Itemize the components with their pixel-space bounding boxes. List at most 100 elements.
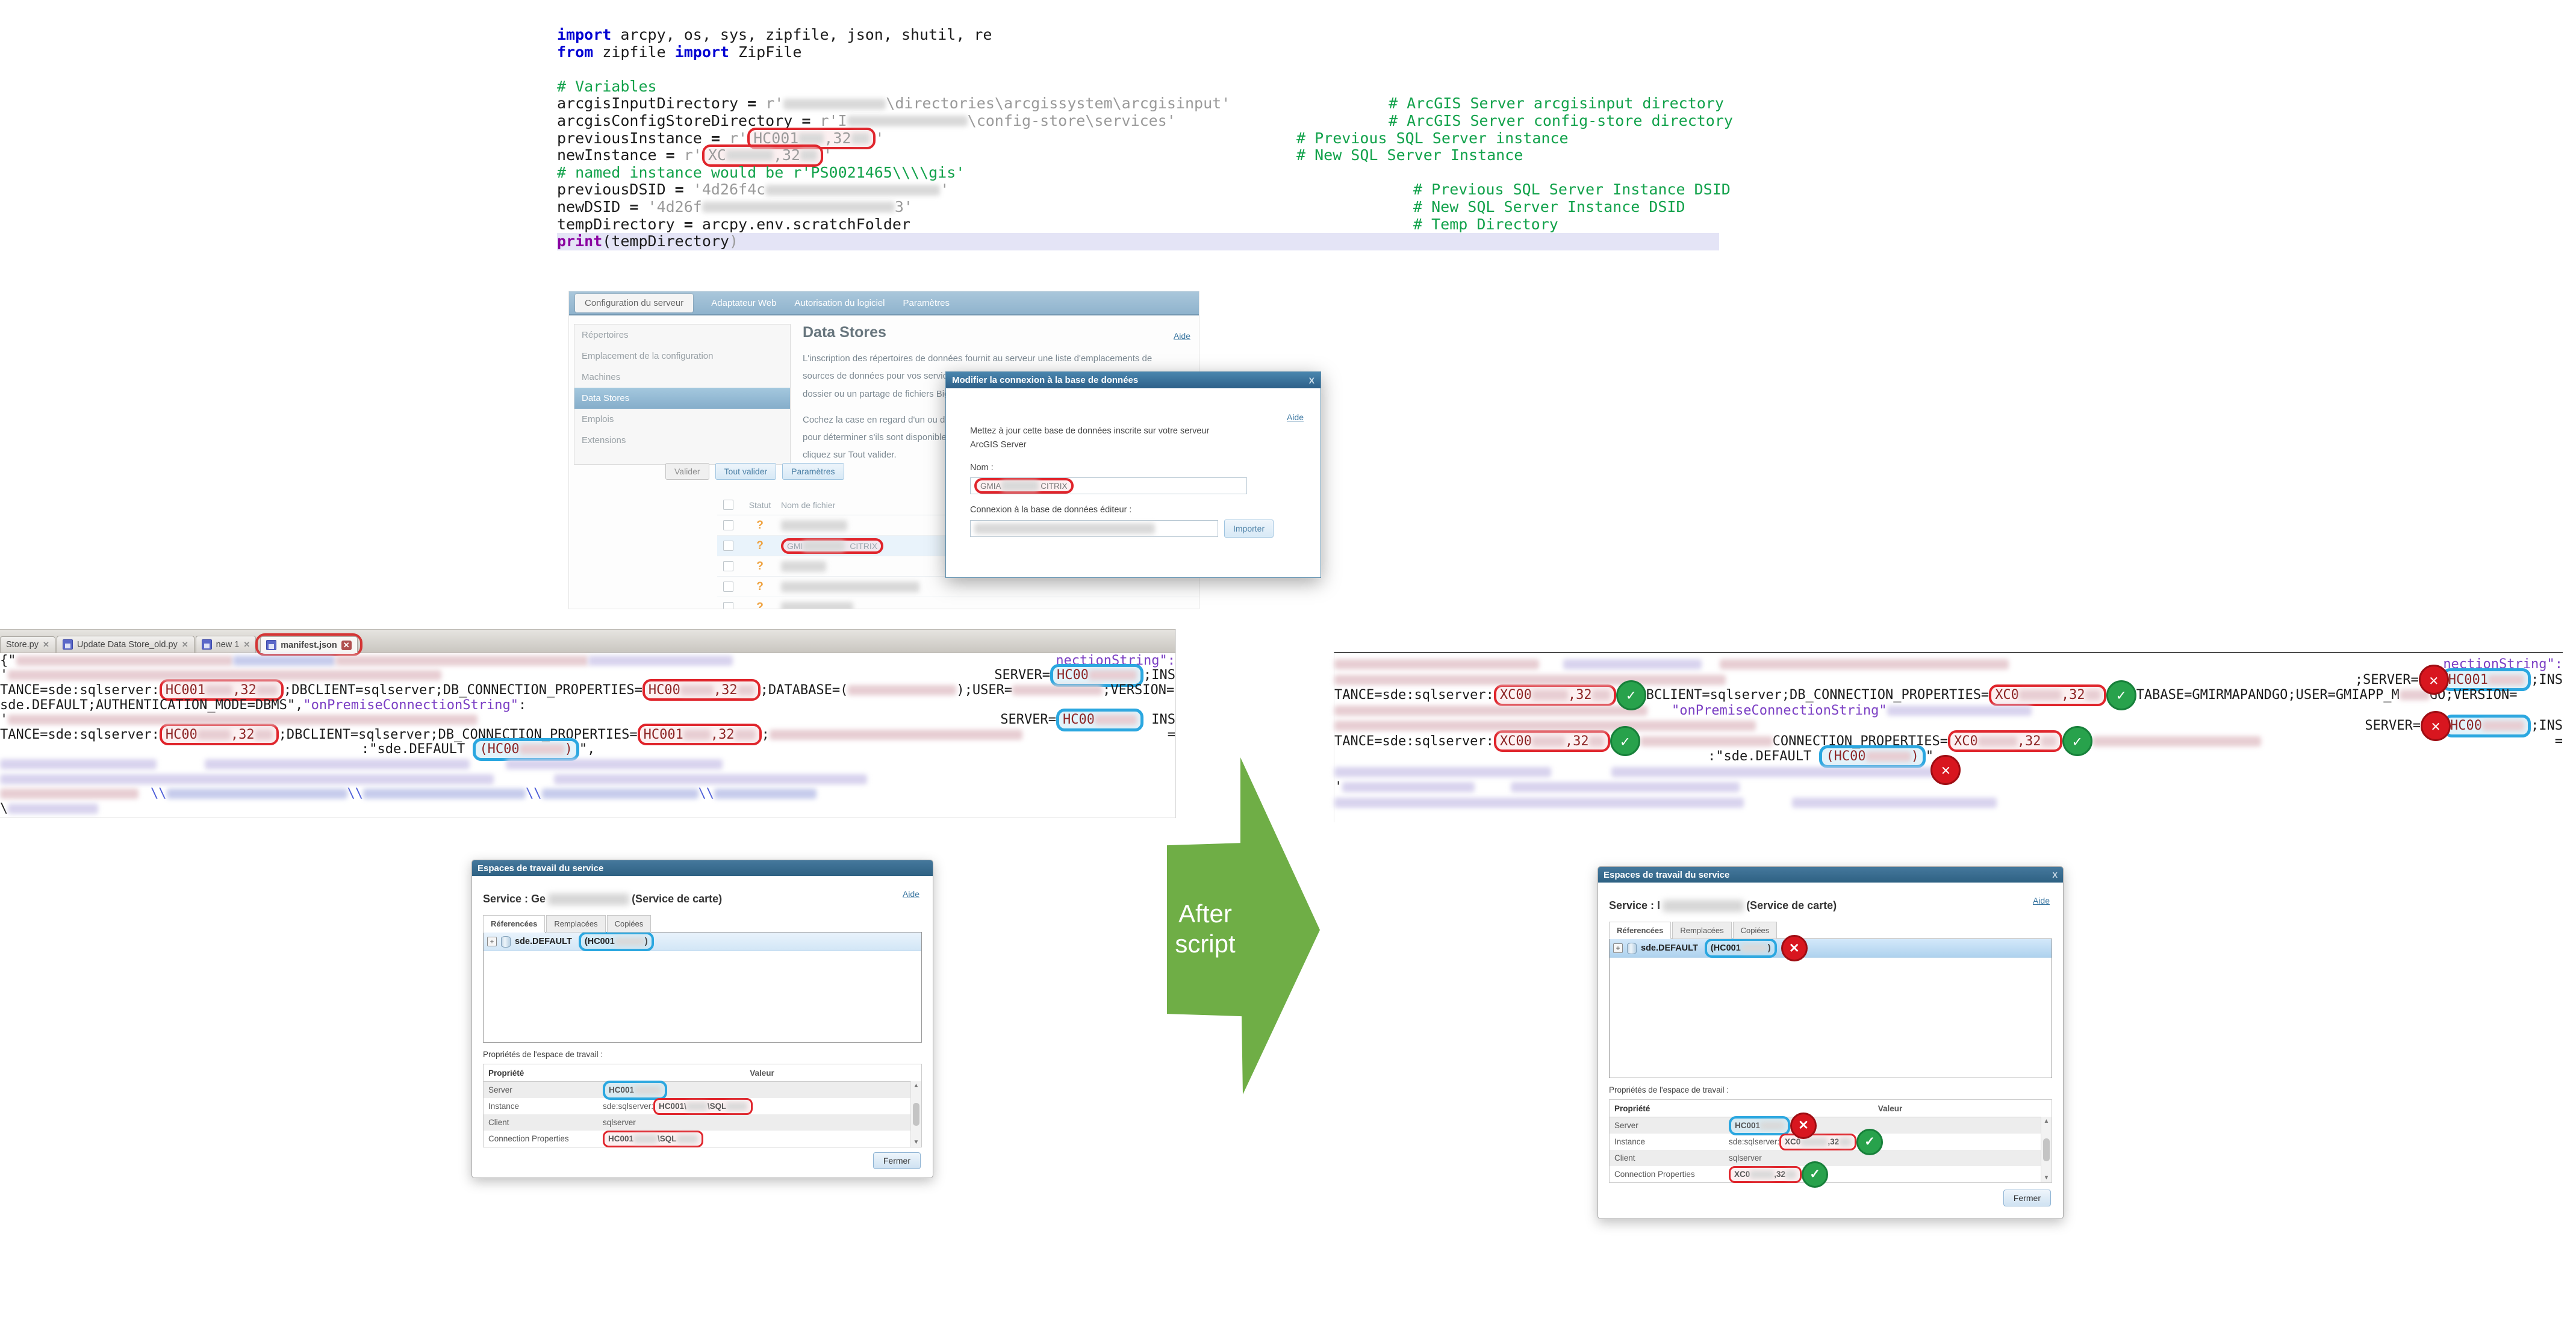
editor-tab-label: Update Data Store_old.py [76,639,178,650]
help-link[interactable]: Aide [1173,331,1190,341]
token-text: previousDSID [557,181,675,199]
help-link[interactable]: Aide [1286,412,1304,422]
help-link[interactable]: Aide [902,889,919,899]
scroll-down-icon[interactable]: ▼ [913,1139,919,1146]
redacted-blur [614,937,645,946]
tab-remplac-es[interactable]: Remplacées [546,915,606,933]
checkbox[interactable] [723,561,733,571]
token-text: zipfile [593,43,675,61]
sidebar-item-emplacement-de-la-configuration[interactable]: Emplacement de la configuration [582,351,714,361]
tout-valider-button[interactable]: Tout valider [715,463,777,480]
close-icon[interactable]: X [1308,375,1314,385]
property-name: Instance [1614,1137,1646,1146]
close-icon[interactable]: ✕ [43,640,49,649]
tab-remplac-es[interactable]: Remplacées [1672,922,1732,939]
save-icon [266,640,277,650]
editor-tab-store-py[interactable]: Store.py✕ [0,636,55,653]
tab-r-ferenc-es[interactable]: Réferencées [1609,922,1672,939]
checkbox[interactable] [723,500,733,510]
table-row[interactable]: ? [717,577,1199,597]
tab-r-ferenc-es[interactable]: Réferencées [483,915,546,933]
workspace-properties-label: Propriétés de l'espace de travail : [1609,1085,1729,1094]
close-icon[interactable]: ✕ [181,639,188,649]
sidebar-item-r-pertoires[interactable]: Répertoires [582,330,629,340]
checkbox-cell [717,561,739,571]
expand-icon[interactable]: + [1613,943,1623,953]
checkbox[interactable] [723,582,733,592]
redacted-blur [734,729,756,740]
valider-button[interactable]: Valider [665,463,709,480]
checkbox[interactable] [723,520,733,530]
import-button[interactable]: Importer [1224,520,1274,538]
table-row[interactable]: ? [717,597,1199,609]
token-text: sqlserver [1729,1153,1762,1162]
redacted-blur [8,803,99,814]
param-tres-button[interactable]: Paramètres [782,463,844,480]
close-icon[interactable]: ✕ [341,640,352,650]
editor-tab-manifest-json[interactable]: manifest.json✕ [260,636,358,653]
oval-text: XC00 [1499,733,1532,749]
sidebar-item-emplois[interactable]: Emplois [582,414,614,424]
header-checkbox-cell [717,500,739,510]
editor-tab-new-1[interactable]: new 1✕ [195,636,257,653]
fermer-button[interactable]: Fermer [2003,1190,2051,1206]
oval-text: XC0 [1734,1170,1750,1179]
redacted-blur [1839,1137,1852,1146]
scrollbar[interactable]: ▲▼ [2041,1117,2052,1182]
workspace-name: sde.DEFAULT [515,937,574,946]
property-value: sde:sqlserver:XC0,32✓ [1729,1128,2052,1155]
cyan-highlight-oval: (HC00) [1819,745,1926,768]
sidebar-item-machines[interactable]: Machines [582,372,621,382]
list-item-sde-default[interactable]: +sde.DEFAULT (HC001)✕ [1610,935,2052,961]
fermer-button[interactable]: Fermer [873,1152,921,1169]
expand-icon[interactable]: + [487,937,497,946]
column-header-valeur: Valeur [750,1068,774,1078]
editor-tab-update-data-store-old-py[interactable]: Update Data Store_old.py✕ [56,636,194,653]
scroll-up-icon[interactable]: ▲ [913,1082,919,1089]
cyan-highlight-oval: HC001 [1729,1116,1791,1135]
admin-tab-adaptateur-web[interactable]: Adaptateur Web [711,297,777,308]
scrollbar[interactable]: ▲▼ [910,1081,921,1147]
token-text: r' [729,129,748,147]
redacted-blur [335,655,588,666]
scrollbar-thumb[interactable] [913,1102,919,1126]
name-input[interactable]: GMIA CITRIX [970,477,1247,495]
checkbox[interactable] [723,541,733,551]
redacted-blur [1531,736,1565,746]
oval-text: HC001\ [659,1102,686,1111]
code-comment: # New SQL Server Instance [1296,146,1523,164]
checkbox[interactable] [723,602,733,609]
json-line [1334,795,2563,811]
scroll-down-icon[interactable]: ▼ [2043,1175,2050,1181]
help-link[interactable]: Aide [2032,896,2050,905]
admin-tab-autorisation-du-logiciel[interactable]: Autorisation du logiciel [794,297,885,308]
close-icon[interactable]: X [2052,870,2058,880]
workspace-properties-label: Propriétés de l'espace de travail : [483,1050,603,1059]
list-item-sde-default[interactable]: +sde.DEFAULT (HC001) [484,932,921,951]
admin-tab-param-tres[interactable]: Paramètres [903,297,950,308]
publisher-connection-input[interactable] [970,520,1218,538]
admin-tab-configuration-du-serveur[interactable]: Configuration du serveur [575,293,694,312]
column-header-nom-de-fichier: Nom de fichier [781,500,836,510]
check-badge-icon: ✓ [1856,1128,1884,1155]
sidebar-item-extensions[interactable]: Extensions [582,435,626,445]
oval-text: ,32 [1567,687,1592,703]
tab-copi-es[interactable]: Copiées [606,915,652,933]
oval-text: HC00 [648,682,680,698]
redacted-blur [803,540,845,551]
scroll-up-icon[interactable]: ▲ [2043,1118,2050,1125]
token-text: = [2554,733,2563,749]
check-badge-icon: ✓ [2106,680,2136,710]
scrollbar-thumb[interactable] [2043,1138,2050,1161]
oval-text: HC00 [2450,718,2483,734]
code-comment: # ArcGIS Server config-store directory [1389,111,1733,129]
tab-copi-es[interactable]: Copiées [1732,922,1778,939]
sidebar-item-data-stores[interactable]: Data Stores [574,388,790,409]
token-text: "onPremiseConnectionString" [1672,703,1887,718]
token-text: TANCE=sde:sqlserver: [0,727,160,742]
redacted-blur [1334,659,1539,670]
close-icon[interactable]: ✕ [243,639,250,649]
